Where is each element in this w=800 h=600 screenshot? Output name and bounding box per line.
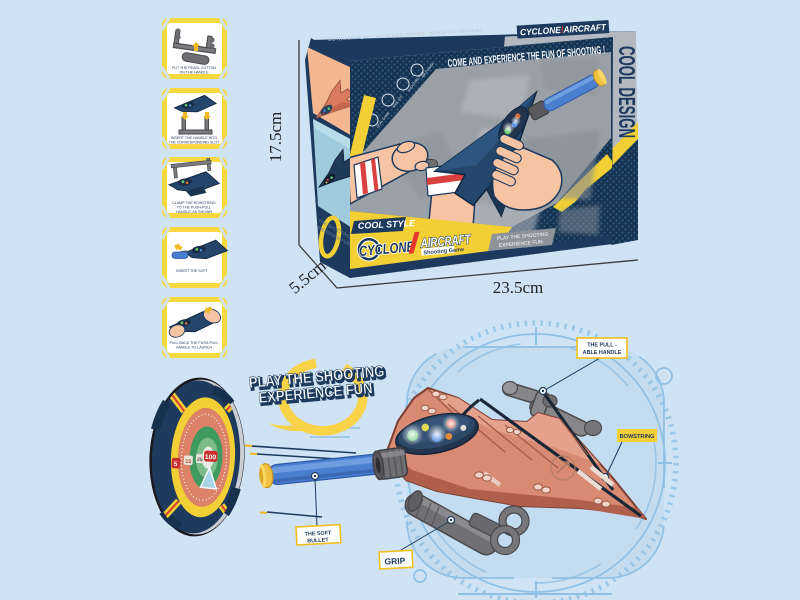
svg-text:INSERT THE SOFT: INSERT THE SOFT [176, 269, 209, 273]
svg-text:HANDLE TO LAUNCH: HANDLE TO LAUNCH [176, 346, 213, 350]
svg-text:PULL BACK THE PUSH-PULL: PULL BACK THE PUSH-PULL [170, 341, 219, 345]
svg-text:23.5cm: 23.5cm [493, 278, 544, 297]
svg-text:GRIP: GRIP [384, 555, 406, 566]
svg-text:BULLET: BULLET [307, 537, 329, 544]
svg-text:PLAY THE SHOOTING: PLAY THE SHOOTING [497, 232, 549, 242]
svg-text:Shooting Game: Shooting Game [423, 247, 464, 257]
svg-text:CLAMP THE BOWSTRING: CLAMP THE BOWSTRING [172, 201, 216, 205]
svg-text:BOWSTRING: BOWSTRING [620, 434, 655, 440]
svg-text:HANDLE, AS SHOWN: HANDLE, AS SHOWN [176, 210, 212, 214]
svg-text:TO THE PUSH-PULL: TO THE PUSH-PULL [177, 206, 211, 210]
svg-text:COOL STYLE: COOL STYLE [358, 218, 417, 231]
svg-text:25: 25 [197, 457, 203, 463]
svg-text:EXPERIENCE FUN: EXPERIENCE FUN [499, 239, 544, 249]
svg-text:INSERT THE HANDLE INTO: INSERT THE HANDLE INTO [171, 136, 217, 140]
svg-text:CYCLONE: CYCLONE [358, 239, 415, 260]
svg-text:15: 15 [185, 459, 191, 465]
svg-text:COOL DESIGN: COOL DESIGN [614, 46, 640, 138]
svg-text:THE PULL -: THE PULL - [587, 343, 617, 349]
svg-text:THE SOFT: THE SOFT [304, 530, 332, 537]
svg-text:AIRCRAFT: AIRCRAFT [419, 231, 472, 250]
svg-text:5: 5 [174, 461, 178, 468]
svg-text:THE CORRESPONDING SLOT: THE CORRESPONDING SLOT [169, 141, 221, 145]
svg-text:17.5cm: 17.5cm [266, 112, 285, 163]
svg-text:PUT THE PEARL COTTON: PUT THE PEARL COTTON [172, 66, 216, 70]
svg-text:ON THE HANDLE: ON THE HANDLE [179, 71, 209, 75]
svg-text:100: 100 [205, 454, 217, 462]
svg-text:ABLE HANDLE: ABLE HANDLE [583, 350, 622, 356]
